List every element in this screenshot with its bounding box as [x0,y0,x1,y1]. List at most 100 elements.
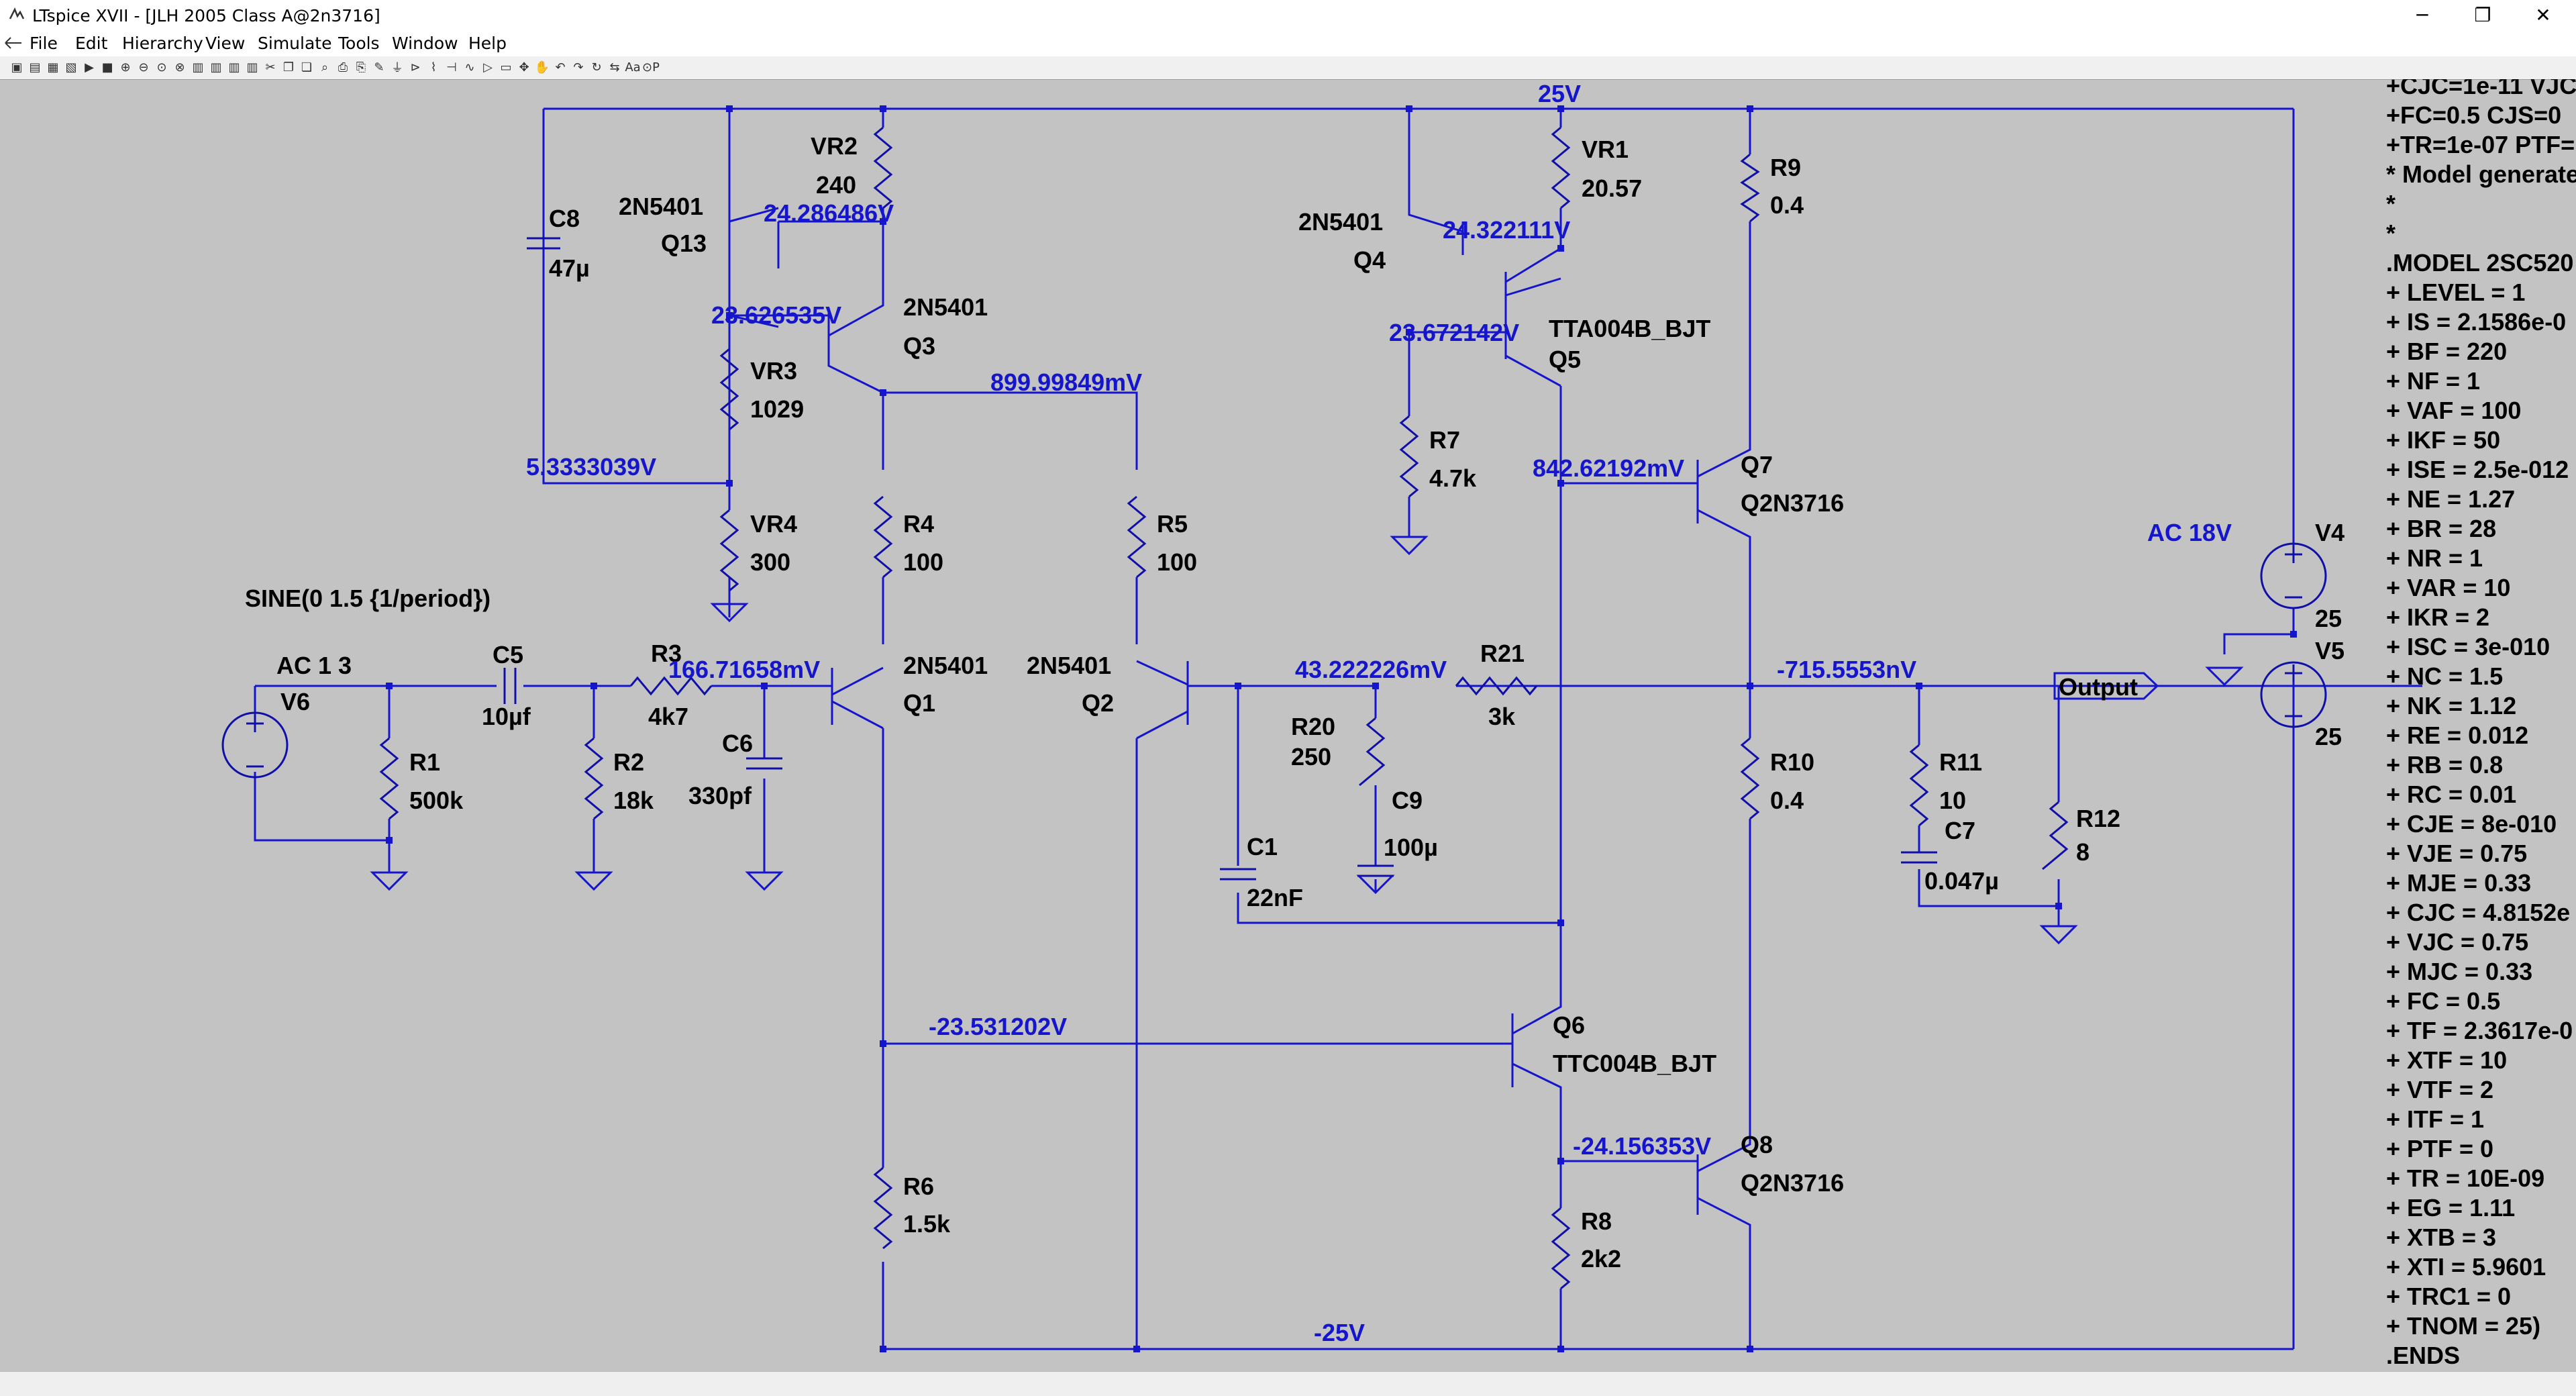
label-r10-value: 0.4 [1770,787,1804,814]
label-r2-ref: R2 [613,748,644,776]
tile-horizontal-icon[interactable]: ▥ [210,60,222,74]
label-r11-ref: R11 [1939,748,1982,776]
label-vr1-ref: VR1 [1582,136,1629,163]
schematic-canvas[interactable]: C8 47µ VR2 240 VR3 1029 VR4 300 2N5401 Q… [0,79,2576,1371]
mirror-icon[interactable]: ⇆ [609,60,620,74]
resistor-r20 [1359,717,1386,787]
spice-line: + NK = 1.12 [2386,692,2516,719]
node-voltage-output: -715.5553nV [1777,656,1916,683]
paste-icon[interactable]: ❏ [301,60,313,74]
label-r5-value: 100 [1157,548,1197,576]
spice-line: + IS = 2.1586e-0 [2386,308,2566,336]
zoom-fit-icon[interactable]: ⊙ [156,60,167,74]
spice-line: + EG = 1.11 [2386,1194,2515,1222]
spice-line: + CJE = 8e-010 [2386,810,2557,838]
label-r21-value: 3k [1488,703,1516,730]
resistors [379,126,2069,1290]
component-icon[interactable]: ▭ [500,60,512,74]
resistor-icon[interactable]: ⌇ [430,60,437,74]
menu-hierarchy[interactable]: Hierarchy [122,34,203,53]
undo-icon[interactable]: ↶ [555,60,566,74]
run-icon[interactable]: ▶ [85,60,94,74]
find-icon[interactable]: ⌕ [321,60,329,74]
zoom-in-icon[interactable]: ⊕ [120,60,131,74]
window-title: LTspice XVII - [JLH 2005 Class A@2n3716] [32,6,380,26]
resistor-vr2 [873,126,893,209]
menu-edit[interactable]: Edit [75,34,108,53]
label-r7-ref: R7 [1429,426,1460,454]
drag-icon[interactable]: ✋ [534,60,550,74]
label-net-icon[interactable]: ⊳ [410,60,421,74]
move-icon[interactable]: ✥ [519,60,529,74]
close-all-icon[interactable]: ▥ [246,60,258,74]
menu-window[interactable]: Window [392,34,458,53]
text-icon[interactable]: Aa [625,60,641,74]
copy-icon[interactable]: ❐ [282,60,295,74]
spice-line: + TF = 2.3617e-0 [2386,1017,2573,1044]
node-voltage-vplus: 25V [1538,80,1581,107]
tile-vertical-icon[interactable]: ▥ [192,60,204,74]
resistor-vr4 [719,509,739,592]
capacitor-c5 [503,668,517,704]
menu-view[interactable]: View [205,34,246,53]
capacitor-c6 [746,757,782,770]
print-preview-icon[interactable]: ⎘ [356,60,366,74]
label-c6-ref: C6 [722,730,753,757]
capacitor-icon[interactable]: ⊣ [446,60,457,74]
label-r9-value: 0.4 [1770,191,1804,219]
label-q4-ref: Q4 [1353,246,1386,274]
open-icon[interactable]: ▤ [29,60,41,74]
ground-icon[interactable]: ⏚ [391,61,403,75]
minimize-button[interactable]: ─ [2392,0,2453,30]
spice-line: * [2386,190,2395,217]
node-voltage-q4-emitter: 24.322111V [1443,216,1570,244]
save-icon[interactable]: ▦ [47,60,59,74]
wire-icon[interactable]: ✎ [374,60,384,74]
label-q6-ref: Q6 [1553,1011,1585,1039]
label-q6-model: TTC004B_BJT [1553,1050,1716,1077]
label-c6-value: 330pf [688,782,752,809]
spice-directive-icon[interactable]: ⊙P [642,60,660,74]
spice-line: + IKR = 2 [2386,603,2489,631]
cut-icon[interactable]: ✂ [265,60,276,74]
junction-dots [386,105,2297,1352]
inductor-icon[interactable]: ∿ [464,60,475,74]
rotate-icon[interactable]: ↻ [591,60,602,74]
maximize-button[interactable]: ❐ [2453,0,2513,30]
spice-line: + NF = 1 [2386,367,2480,395]
resistor-r4 [873,495,893,579]
new-schematic-icon[interactable]: ▣ [11,60,23,74]
close-button[interactable]: ✕ [2513,0,2573,30]
source-v6 [221,711,289,779]
zoom-out-icon[interactable]: ⊖ [138,60,149,74]
toolbar: ▣ ▤ ▦ ▧ ▶ ■ ⊕ ⊖ ⊙ ⊗ ▥ ▥ ▥ ▥ ✂ ❐ ❏ ⌕ ⎙ ⎘ ✎ ⏚ ⊳ ⌇ ⊣ ∿ ▷ ▭ ✥ ✋ ↶ ↷ ↻ ⇆ Aa⊙P [0,56,2576,80]
spice-line: +FC=0.5 CJS=0 [2386,101,2561,129]
output-port [2053,672,2159,700]
label-q3-model: 2N5401 [903,293,988,321]
resistor-r6 [873,1166,893,1250]
label-r1-value: 500k [409,787,464,814]
label-q4-model: 2N5401 [1298,208,1383,236]
menu-file[interactable]: File [30,34,58,53]
halt-icon[interactable]: ■ [101,60,113,74]
spice-line: * Model generate [2386,160,2576,188]
autoscale-icon[interactable]: ⊗ [174,60,185,74]
control-panel-icon[interactable]: ▧ [65,60,77,74]
menu-help[interactable]: Help [468,34,507,53]
child-window-icon[interactable] [4,34,23,52]
ltspice-app-icon[interactable] [8,5,25,23]
resistor-vr3 [719,348,739,431]
cascade-icon[interactable]: ▥ [228,60,240,74]
spice-line: + VJC = 0.75 [2386,928,2528,956]
diode-icon[interactable]: ▷ [483,60,493,74]
label-c7-ref: C7 [1945,817,1975,844]
menu-simulate[interactable]: Simulate [258,34,332,53]
print-icon[interactable]: ⎙ [338,60,348,74]
node-voltage-labels: 25V 24.286486V 23.626535V 5.3333039V 899… [526,80,2232,1346]
source-directive: SINE(0 1.5 {1/period}) [245,585,491,612]
menu-tools[interactable]: Tools [338,34,380,53]
redo-icon[interactable]: ↷ [573,60,584,74]
spice-line: + BF = 220 [2386,338,2507,365]
label-r9-ref: R9 [1770,154,1801,181]
resistor-r3 [629,676,713,696]
